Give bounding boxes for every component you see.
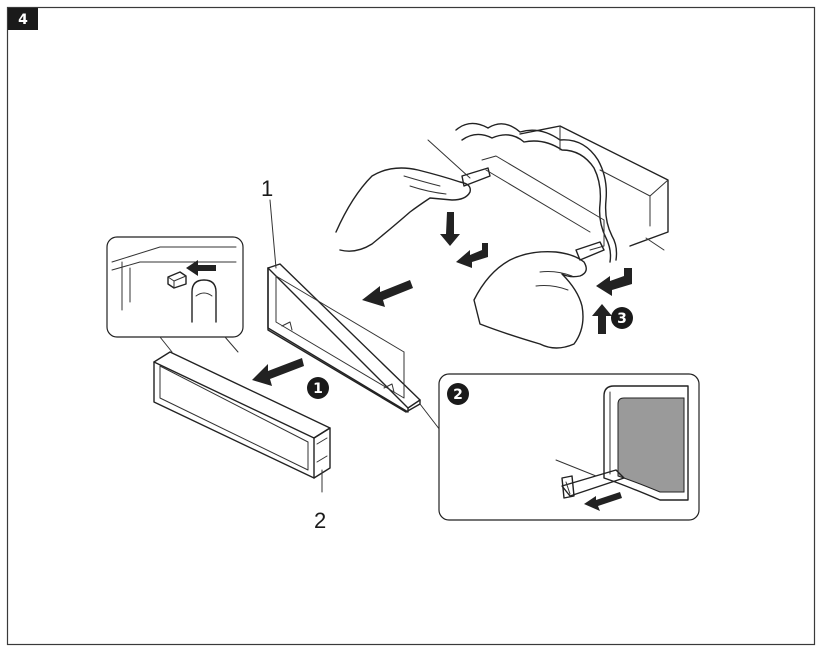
frame-leader (269, 199, 277, 269)
press-arrow (186, 260, 216, 276)
page-border (6, 6, 816, 646)
step2-marker: 2 (447, 383, 469, 405)
pull-out-arrow-left (456, 243, 488, 268)
faceplate-label: 2 (314, 508, 326, 533)
step1-label: 1 (313, 381, 323, 397)
step-badge: 4 (8, 8, 38, 30)
push-up-arrow (592, 304, 612, 334)
step3-label: 3 (617, 311, 627, 327)
frame-label: 1 (261, 176, 273, 201)
finger-icon (191, 279, 217, 323)
release-button-icon (167, 271, 187, 289)
pull-out-arrow-right (596, 268, 632, 296)
step-badge-label: 4 (18, 12, 28, 28)
faceplate (153, 351, 331, 479)
step3-marker: 3 (611, 307, 633, 329)
push-down-arrow (440, 212, 460, 246)
step1-arrow (252, 358, 304, 386)
key-pull-arrow (584, 492, 622, 511)
unit-with-hands (335, 122, 669, 349)
step1-marker: 1 (307, 377, 329, 399)
release-button-inset (106, 236, 244, 338)
frame-removal-arrow (362, 280, 413, 307)
release-key-inset (438, 373, 700, 521)
step2-label: 2 (453, 387, 463, 403)
